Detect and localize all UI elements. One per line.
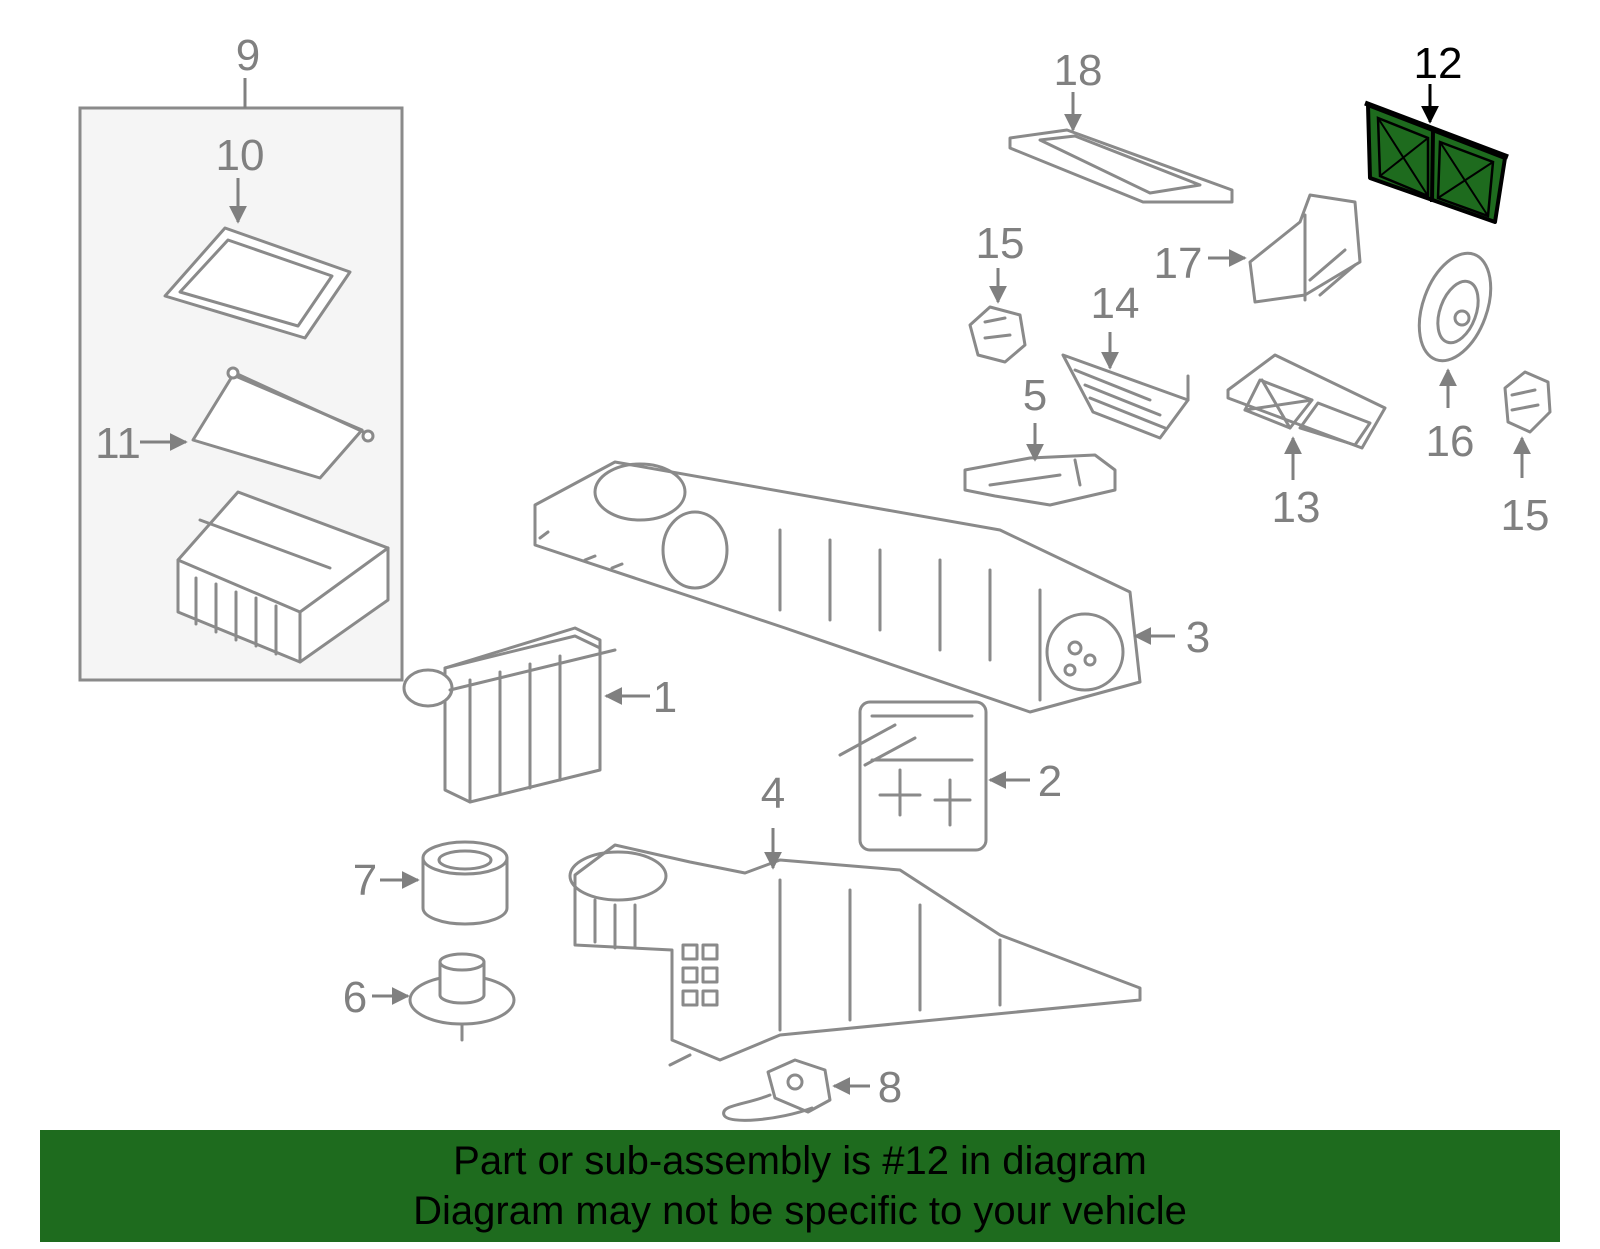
callout-10: 10 (216, 131, 265, 180)
part-5-duct[interactable] (963, 423, 1117, 507)
part-9-filter-housing[interactable] (176, 490, 390, 664)
callout-18: 18 (1054, 46, 1103, 95)
part-14-air-door[interactable] (1061, 332, 1190, 440)
part-13-door-pair[interactable] (1226, 353, 1387, 480)
part-11-filter[interactable] (140, 366, 375, 480)
callout-5: 5 (1023, 371, 1047, 420)
callout-11: 11 (95, 419, 141, 468)
part-17-bracket[interactable] (1208, 193, 1362, 304)
part-10-filter-frame[interactable] (163, 178, 352, 340)
info-banner: Part or sub-assembly is #12 in diagram D… (40, 1130, 1560, 1242)
part-12-highlighted[interactable] (1364, 84, 1509, 224)
callout-7: 7 (353, 856, 377, 905)
callout-17: 17 (1154, 239, 1203, 288)
callout-8: 8 (878, 1063, 902, 1112)
callout-12: 12 (1414, 39, 1463, 88)
callout-3: 3 (1186, 613, 1210, 662)
part-7-blower-wheel[interactable] (380, 840, 509, 926)
part-18-filter[interactable] (1008, 92, 1234, 204)
part-16-cover[interactable] (1406, 243, 1504, 408)
callout-14: 14 (1091, 279, 1140, 328)
part-15-actuator-b[interactable] (1503, 370, 1552, 478)
banner-line-1: Part or sub-assembly is #12 in diagram (453, 1139, 1147, 1183)
callout-15-b: 15 (1501, 491, 1550, 540)
banner-line-2: Diagram may not be specific to your vehi… (413, 1189, 1187, 1233)
callout-9: 9 (236, 31, 260, 80)
callout-13: 13 (1272, 483, 1321, 532)
callout-4: 4 (761, 769, 785, 818)
part-15-actuator-a[interactable] (968, 268, 1027, 364)
part-6-blower-motor[interactable] (372, 952, 516, 1042)
part-4-lower-case[interactable] (568, 828, 1142, 1067)
callout-2: 2 (1038, 757, 1062, 806)
callout-1: 1 (653, 673, 677, 722)
part-1-evaporator[interactable] (402, 626, 650, 804)
part-8-actuator[interactable] (722, 1058, 870, 1122)
part-2-heater-core[interactable] (838, 700, 1030, 852)
part-3-upper-case[interactable] (533, 460, 1175, 714)
callout-15-a: 15 (976, 219, 1025, 268)
callout-6: 6 (343, 973, 367, 1022)
callout-16: 16 (1426, 417, 1475, 466)
